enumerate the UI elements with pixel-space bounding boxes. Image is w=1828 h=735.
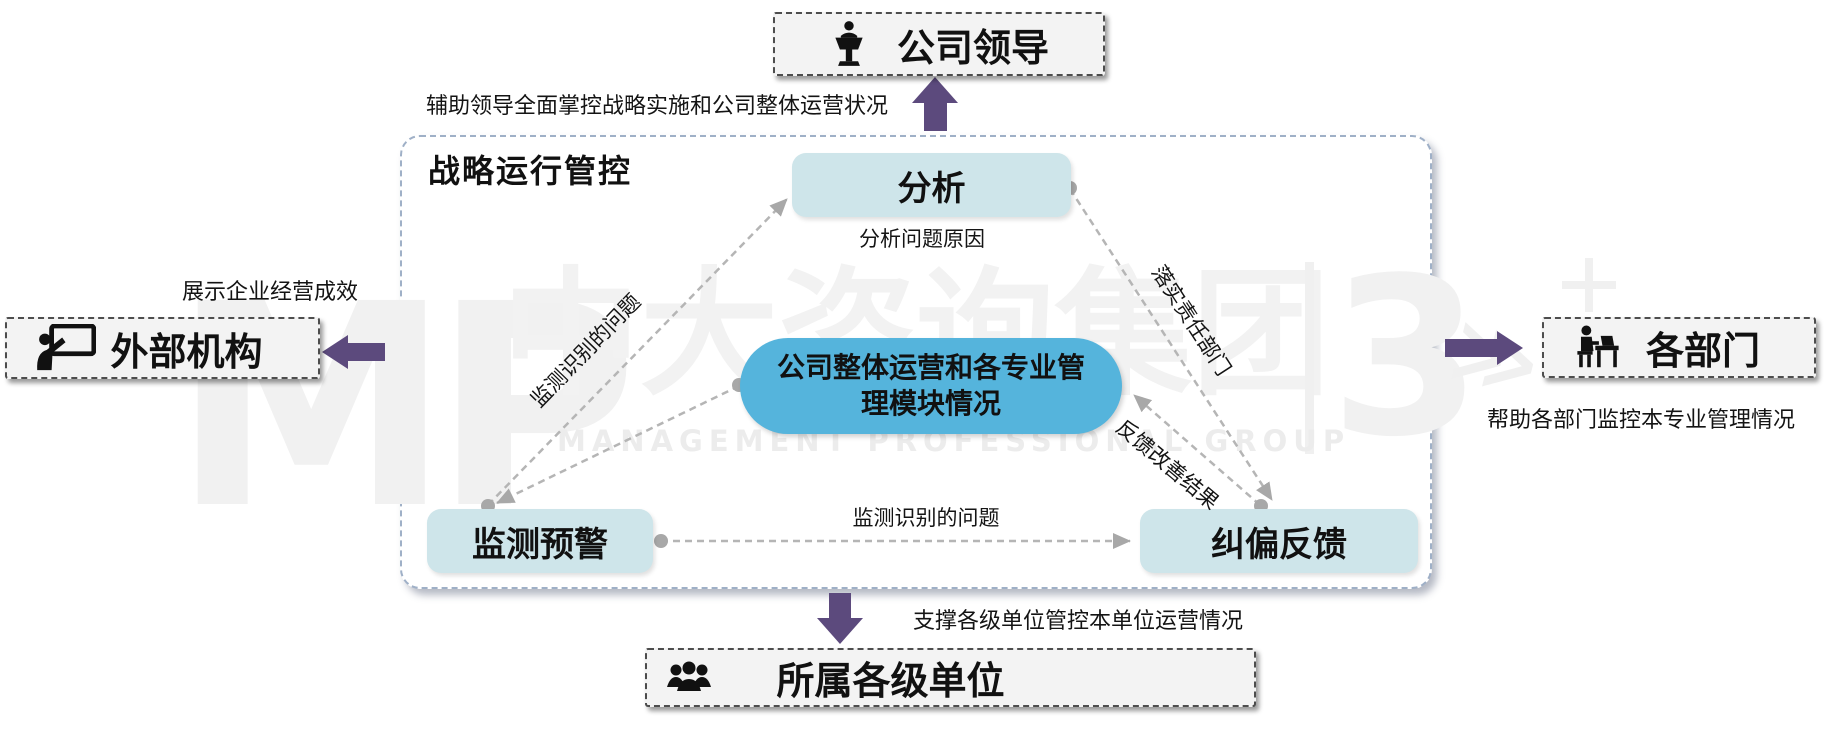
note-external-orgs: 展示企业经营成效 <box>181 280 359 305</box>
node-correction-label: 纠偏反馈 <box>1211 524 1347 565</box>
arrow-head <box>817 618 863 644</box>
people-group-icon <box>666 661 712 695</box>
edge-dot <box>654 534 668 548</box>
arrow-shaft <box>348 343 385 361</box>
lectern-speaker-icon <box>829 20 869 68</box>
frame-title: 战略运行管控 <box>428 152 633 190</box>
box-company-leaders: 公司领导 <box>773 12 1105 76</box>
box-subordinate-units-label: 所属各级单位 <box>776 659 1005 703</box>
box-subordinate-units: 所属各级单位 <box>645 648 1256 707</box>
arrow-shaft <box>924 103 947 131</box>
note-departments: 帮助各部门监控本专业管理情况 <box>1486 408 1796 433</box>
arrow-head <box>322 335 348 369</box>
note-subordinate-units: 支撑各级单位管控本单位运营情况 <box>912 609 1244 634</box>
note-company-leaders: 辅助领导全面掌控战略实施和公司整体运营状况 <box>425 94 889 119</box>
edge-center-to-monitoring <box>496 384 740 505</box>
node-center-line1: 公司整体运营和各专业管 <box>776 351 1085 384</box>
node-center-line2: 理模块情况 <box>860 387 1001 420</box>
edge-analysis-to-correction <box>1068 188 1274 501</box>
node-monitoring-label: 监测预警 <box>472 524 608 565</box>
node-analysis: 分析 <box>792 153 1071 217</box>
box-company-leaders-label: 公司领导 <box>896 25 1049 70</box>
desk-worker-icon <box>1572 324 1624 371</box>
box-departments-label: 各部门 <box>1645 329 1760 373</box>
node-correction: 纠偏反馈 <box>1140 509 1418 573</box>
arrow-head <box>912 77 958 103</box>
node-monitoring: 监测预警 <box>427 509 653 573</box>
node-analysis-label: 分析 <box>897 168 966 209</box>
box-external-orgs-label: 外部机构 <box>110 329 263 374</box>
arrow-shaft <box>1445 339 1497 357</box>
presentation-board-icon <box>36 324 97 372</box>
label-monitoring-to-correction: 监测识别的问题 <box>852 506 1000 530</box>
edge-monitoring-to-analysis <box>487 198 788 506</box>
box-departments: 各部门 <box>1542 317 1816 378</box>
edge-correction-to-center <box>1133 394 1261 506</box>
box-external-orgs: 外部机构 <box>5 317 320 379</box>
arrow-shaft <box>829 593 851 618</box>
arrow-head <box>1497 331 1523 365</box>
label-analysis-note: 分析问题原因 <box>859 227 985 251</box>
node-center-operations: 公司整体运营和各专业管 理模块情况 <box>740 338 1122 434</box>
